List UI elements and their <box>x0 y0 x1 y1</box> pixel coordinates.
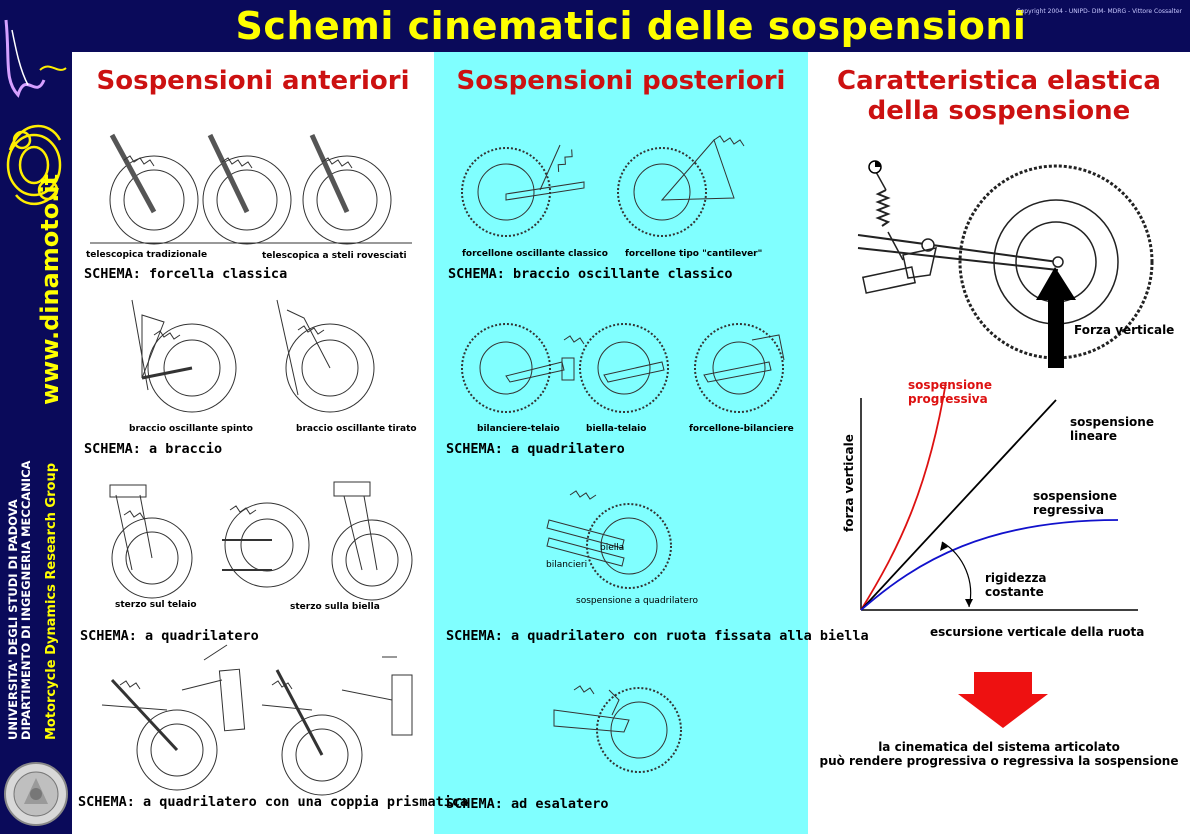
caption-sterzo-telaio: sterzo sul telaio <box>115 600 197 610</box>
stiffness-arrow-head-2 <box>965 599 973 607</box>
telescopic-fork-3 <box>302 133 392 245</box>
elastic-title-line-2: della sospensione <box>867 96 1131 126</box>
label-regressiva-line-2: regressiva <box>1033 503 1105 517</box>
dinamoto-logo-icon <box>4 19 67 206</box>
swingarm-rocker <box>694 323 785 413</box>
caption-bilanciere-telaio: bilanciere-telaio <box>477 424 560 434</box>
conclusion-line-2: può rendere progressiva o regressiva la … <box>819 754 1179 768</box>
caption-forcellone-bilanciere: forcellone-bilanciere <box>689 424 794 434</box>
stiffness-arrow-head-1 <box>940 542 948 551</box>
rear-title: Sospensioni posteriori <box>456 66 786 96</box>
label-regressiva-line-1: sospensione <box>1033 489 1117 503</box>
caption-sospensione-quadrilatero: sospensione a quadrilatero <box>576 596 698 606</box>
caption-telescopica-rovesciati: telescopica a steli rovesciati <box>262 251 407 261</box>
label-sospensione-regressiva: sospensione regressiva <box>1033 489 1117 517</box>
label-progressiva-line-1: sospensione <box>908 378 992 392</box>
quadrilateral-steer-frame <box>109 484 193 599</box>
caption-braccio-tirato: braccio oscillante tirato <box>296 424 417 434</box>
university-seal-icon <box>4 762 68 826</box>
prismatic-quad-3 <box>261 669 363 796</box>
elastic-mechanism-drawing <box>857 160 1154 368</box>
label-rigidezza-line-2: costante <box>985 585 1044 599</box>
label-sospensione-progressiva: sospensione progressiva <box>908 378 992 406</box>
elastic-title: Caratteristica elastica della sospension… <box>808 66 1190 126</box>
telescopic-fork-1 <box>109 133 199 245</box>
caption-biella-telaio: biella-telaio <box>586 424 647 434</box>
rocker-frame <box>461 323 585 413</box>
caption-braccio-spinto: braccio oscillante spinto <box>129 424 253 434</box>
quadrilateral-steer-link <box>222 502 310 588</box>
label-progressiva-line-2: progressiva <box>908 392 988 406</box>
caption-forcellone-classico: forcellone oscillante classico <box>462 249 608 259</box>
caption-biella: biella <box>600 543 625 553</box>
red-down-arrow-icon <box>958 672 1048 728</box>
caption-forcellone-cantilever: forcellone tipo "cantilever" <box>625 249 763 259</box>
label-rigidezza-line-1: rigidezza <box>985 571 1047 585</box>
research-group-label: Motorcycle Dynamics Research Group <box>44 463 59 740</box>
rear-column-background <box>434 52 808 834</box>
label-lineare-line-2: lineare <box>1070 429 1118 443</box>
front-suspension-drawings <box>90 133 413 796</box>
label-forza-verticale: Forza verticale <box>1074 323 1175 337</box>
elastic-characteristic-chart <box>860 381 1138 611</box>
trailing-arm-fork <box>276 299 375 413</box>
telescopic-fork-2 <box>202 133 292 245</box>
website-label: www.dinamoto.it <box>36 173 64 405</box>
header-bar <box>72 0 1190 52</box>
label-rigidezza-costante: rigidezza costante <box>985 571 1047 599</box>
label-sospensione-lineare: sospensione lineare <box>1070 415 1154 443</box>
university-line-2: DIPARTIMENTO DI INGEGNERIA MECCANICA <box>19 460 33 740</box>
curve-progressive <box>860 381 947 611</box>
classic-swingarm <box>461 144 585 237</box>
curve-linear <box>860 399 1057 611</box>
stiffness-arc <box>941 541 972 608</box>
curve-regressive <box>860 519 1119 611</box>
label-lineare-line-1: sospensione <box>1070 415 1154 429</box>
prismatic-quad-4 <box>341 656 413 736</box>
prismatic-quad-2 <box>181 644 246 732</box>
rear-suspension-drawings <box>461 135 785 773</box>
leading-arm-fork <box>131 299 237 413</box>
conclusion-text: la cinematica del sistema articolato può… <box>808 740 1190 768</box>
prismatic-quad-1 <box>101 678 218 791</box>
x-axis-label: escursione verticale della ruota <box>930 625 1145 639</box>
hexalateral-suspension <box>553 685 682 773</box>
schema-esalatero: SCHEMA: ad esalatero <box>446 796 609 812</box>
quadrilateral-wheel-on-link <box>546 490 672 589</box>
y-axis-label: forza verticale <box>842 434 856 532</box>
quadrilateral-steer-link-2 <box>331 481 413 601</box>
front-title: Sospensioni anteriori <box>96 66 410 96</box>
schema-a-quadrilatero-rear: SCHEMA: a quadrilatero <box>446 441 625 457</box>
schema-a-braccio: SCHEMA: a braccio <box>84 441 223 457</box>
force-arrow-icon <box>1036 267 1076 368</box>
page-title: Schemi cinematici delle sospensioni <box>235 4 1027 48</box>
elastic-title-line-1: Caratteristica elastica <box>837 66 1161 96</box>
caption-sterzo-biella: sterzo sulla biella <box>290 602 380 612</box>
conclusion-line-1: la cinematica del sistema articolato <box>878 740 1120 754</box>
schema-forcella-classica: SCHEMA: forcella classica <box>84 266 288 282</box>
cantilever-swingarm <box>617 135 745 237</box>
schema-quadrilatero-prismatica: SCHEMA: a quadrilatero con una coppia pr… <box>78 794 469 810</box>
caption-telescopica-tradizionale: telescopica tradizionale <box>86 250 208 260</box>
schema-braccio-oscillante: SCHEMA: braccio oscillante classico <box>448 266 733 282</box>
schema-a-quadrilatero-front: SCHEMA: a quadrilatero <box>80 628 259 644</box>
schema-quadrilatero-ruota-biella: SCHEMA: a quadrilatero con ruota fissata… <box>446 628 869 644</box>
caption-bilancieri: bilancieri <box>546 560 588 570</box>
university-label: UNIVERSITA' DEGLI STUDI DI PADOVA DIPART… <box>6 460 33 740</box>
link-frame <box>579 323 669 413</box>
copyright-note: Copyright 2004 - UNIPD- DIM- MDRG - Vitt… <box>1016 8 1182 15</box>
